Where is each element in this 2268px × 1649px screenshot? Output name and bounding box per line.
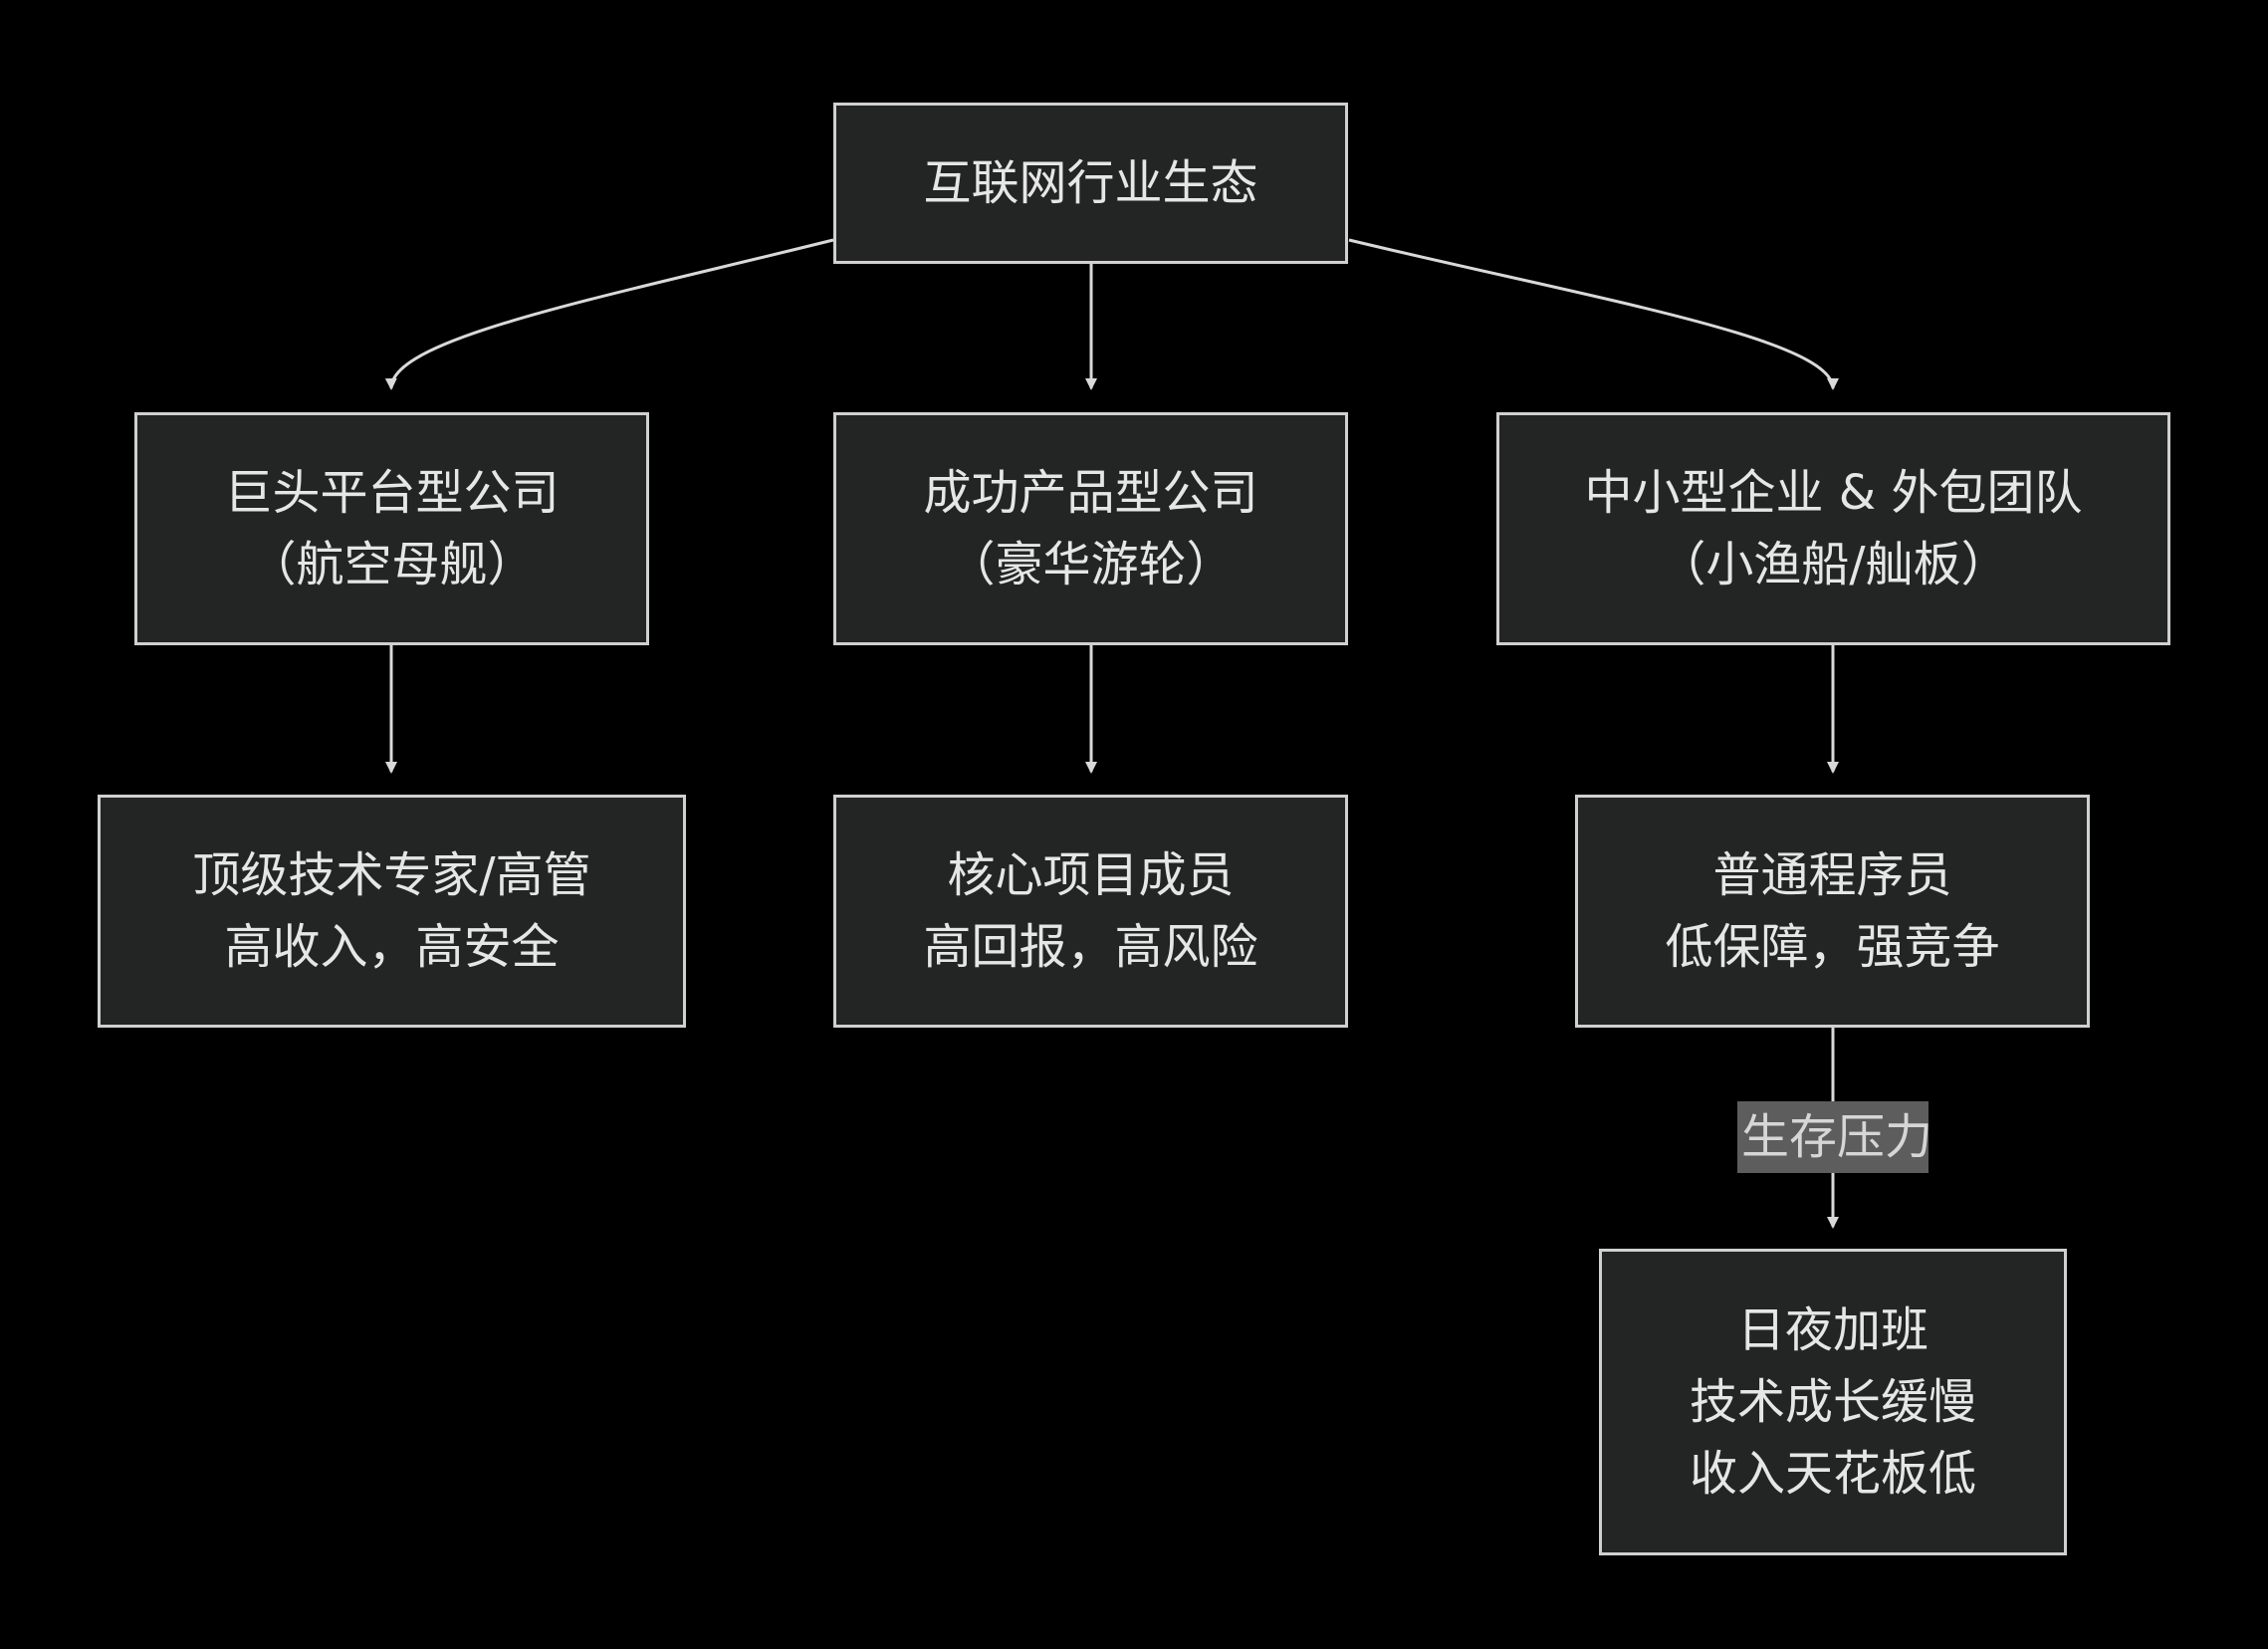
node-sme-outsourcing: 中小型企业 & 外包团队 （小渔船/舢板） <box>1496 412 2170 645</box>
node-overtime: 日夜加班 技术成长缓慢 收入天花板低 <box>1599 1249 2067 1555</box>
edge-root-to-sme <box>1348 238 1839 390</box>
node-giant-platform-line-2: （航空母舰） <box>248 537 536 592</box>
node-core-member-line-2: 高回报，高风险 <box>923 919 1258 975</box>
node-ordinary-programmer-line-1: 普通程序员 <box>1712 847 1952 903</box>
node-giant-platform-line-1: 巨头平台型公司 <box>224 465 560 521</box>
node-overtime-line-2: 技术成长缓慢 <box>1689 1374 1976 1430</box>
node-overtime-line-1: 日夜加班 <box>1736 1302 1928 1358</box>
node-sme-outsourcing-line-1: 中小型企业 & 外包团队 <box>1584 465 2083 521</box>
edge-label-survival-pressure: 生存压力 <box>1737 1101 1932 1173</box>
node-successful-product-line-1: 成功产品型公司 <box>923 465 1258 521</box>
node-top-expert-line-2: 高收入，高安全 <box>224 919 560 975</box>
node-top-expert: 顶级技术专家/高管 高收入，高安全 <box>98 795 686 1028</box>
node-ordinary-programmer-line-2: 低保障，强竞争 <box>1665 919 2000 975</box>
node-core-member: 核心项目成员 高回报，高风险 <box>833 795 1348 1028</box>
node-top-expert-line-1: 顶级技术专家/高管 <box>192 847 591 903</box>
node-core-member-line-1: 核心项目成员 <box>947 847 1235 903</box>
node-ordinary-programmer: 普通程序员 低保障，强竞争 <box>1575 795 2090 1028</box>
node-successful-product-line-2: （豪华游轮） <box>947 537 1235 592</box>
node-sme-outsourcing-line-2: （小渔船/舢板） <box>1658 537 2009 592</box>
node-successful-product: 成功产品型公司 （豪华游轮） <box>833 412 1348 645</box>
node-internet-ecosystem-line-1: 互联网行业生态 <box>923 155 1258 211</box>
node-giant-platform: 巨头平台型公司 （航空母舰） <box>134 412 649 645</box>
node-internet-ecosystem: 互联网行业生态 <box>833 103 1348 264</box>
edge-root-to-giant <box>384 238 834 390</box>
node-overtime-line-3: 收入天花板低 <box>1689 1446 1976 1502</box>
